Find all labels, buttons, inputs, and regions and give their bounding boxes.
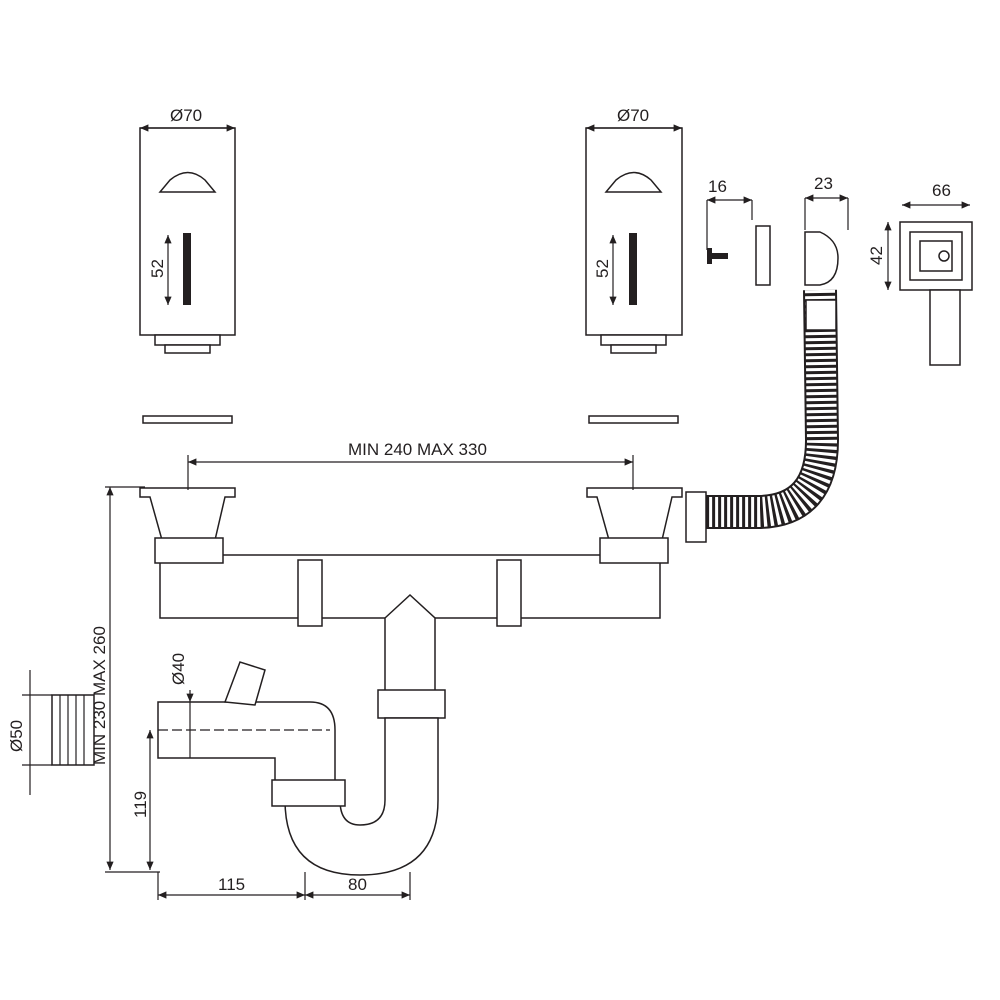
overflow-cap-label: 23 — [814, 174, 833, 193]
overflow-detail: 66 42 — [867, 181, 973, 366]
right-diameter-label: Ø70 — [617, 106, 649, 125]
left-screw-label: 52 — [148, 259, 167, 278]
total-height-label: MIN 230 MAX 260 — [90, 626, 109, 765]
screw-detail: 16 — [706, 177, 771, 286]
trap-width-label: 80 — [348, 875, 367, 894]
outlet-height-label: 119 — [131, 791, 150, 818]
overflow-width-label: 66 — [932, 181, 951, 200]
outlet-to-trap-label: 115 — [218, 875, 245, 894]
left-strainer-detail: Ø70 52 — [139, 106, 236, 424]
dimension-lines: MIN 240 MAX 330 MIN 230 MAX 260 119 Ø40 … — [90, 440, 634, 900]
strainer-spacing-label: MIN 240 MAX 330 — [348, 440, 487, 459]
outlet-diameter-label: Ø50 — [7, 720, 26, 752]
siphon-assembly — [139, 487, 683, 876]
right-screw-label: 52 — [593, 259, 612, 278]
overflow-height-label: 42 — [867, 246, 886, 265]
left-diameter-label: Ø70 — [170, 106, 202, 125]
right-strainer-detail: Ø70 52 — [585, 106, 683, 424]
overflow-cap-detail: 23 — [804, 174, 849, 286]
screw-length-label: 16 — [708, 177, 727, 196]
side-inlet-label: Ø40 — [169, 653, 188, 685]
overflow-hose — [685, 289, 840, 543]
outlet-connector: Ø50 — [7, 670, 95, 795]
